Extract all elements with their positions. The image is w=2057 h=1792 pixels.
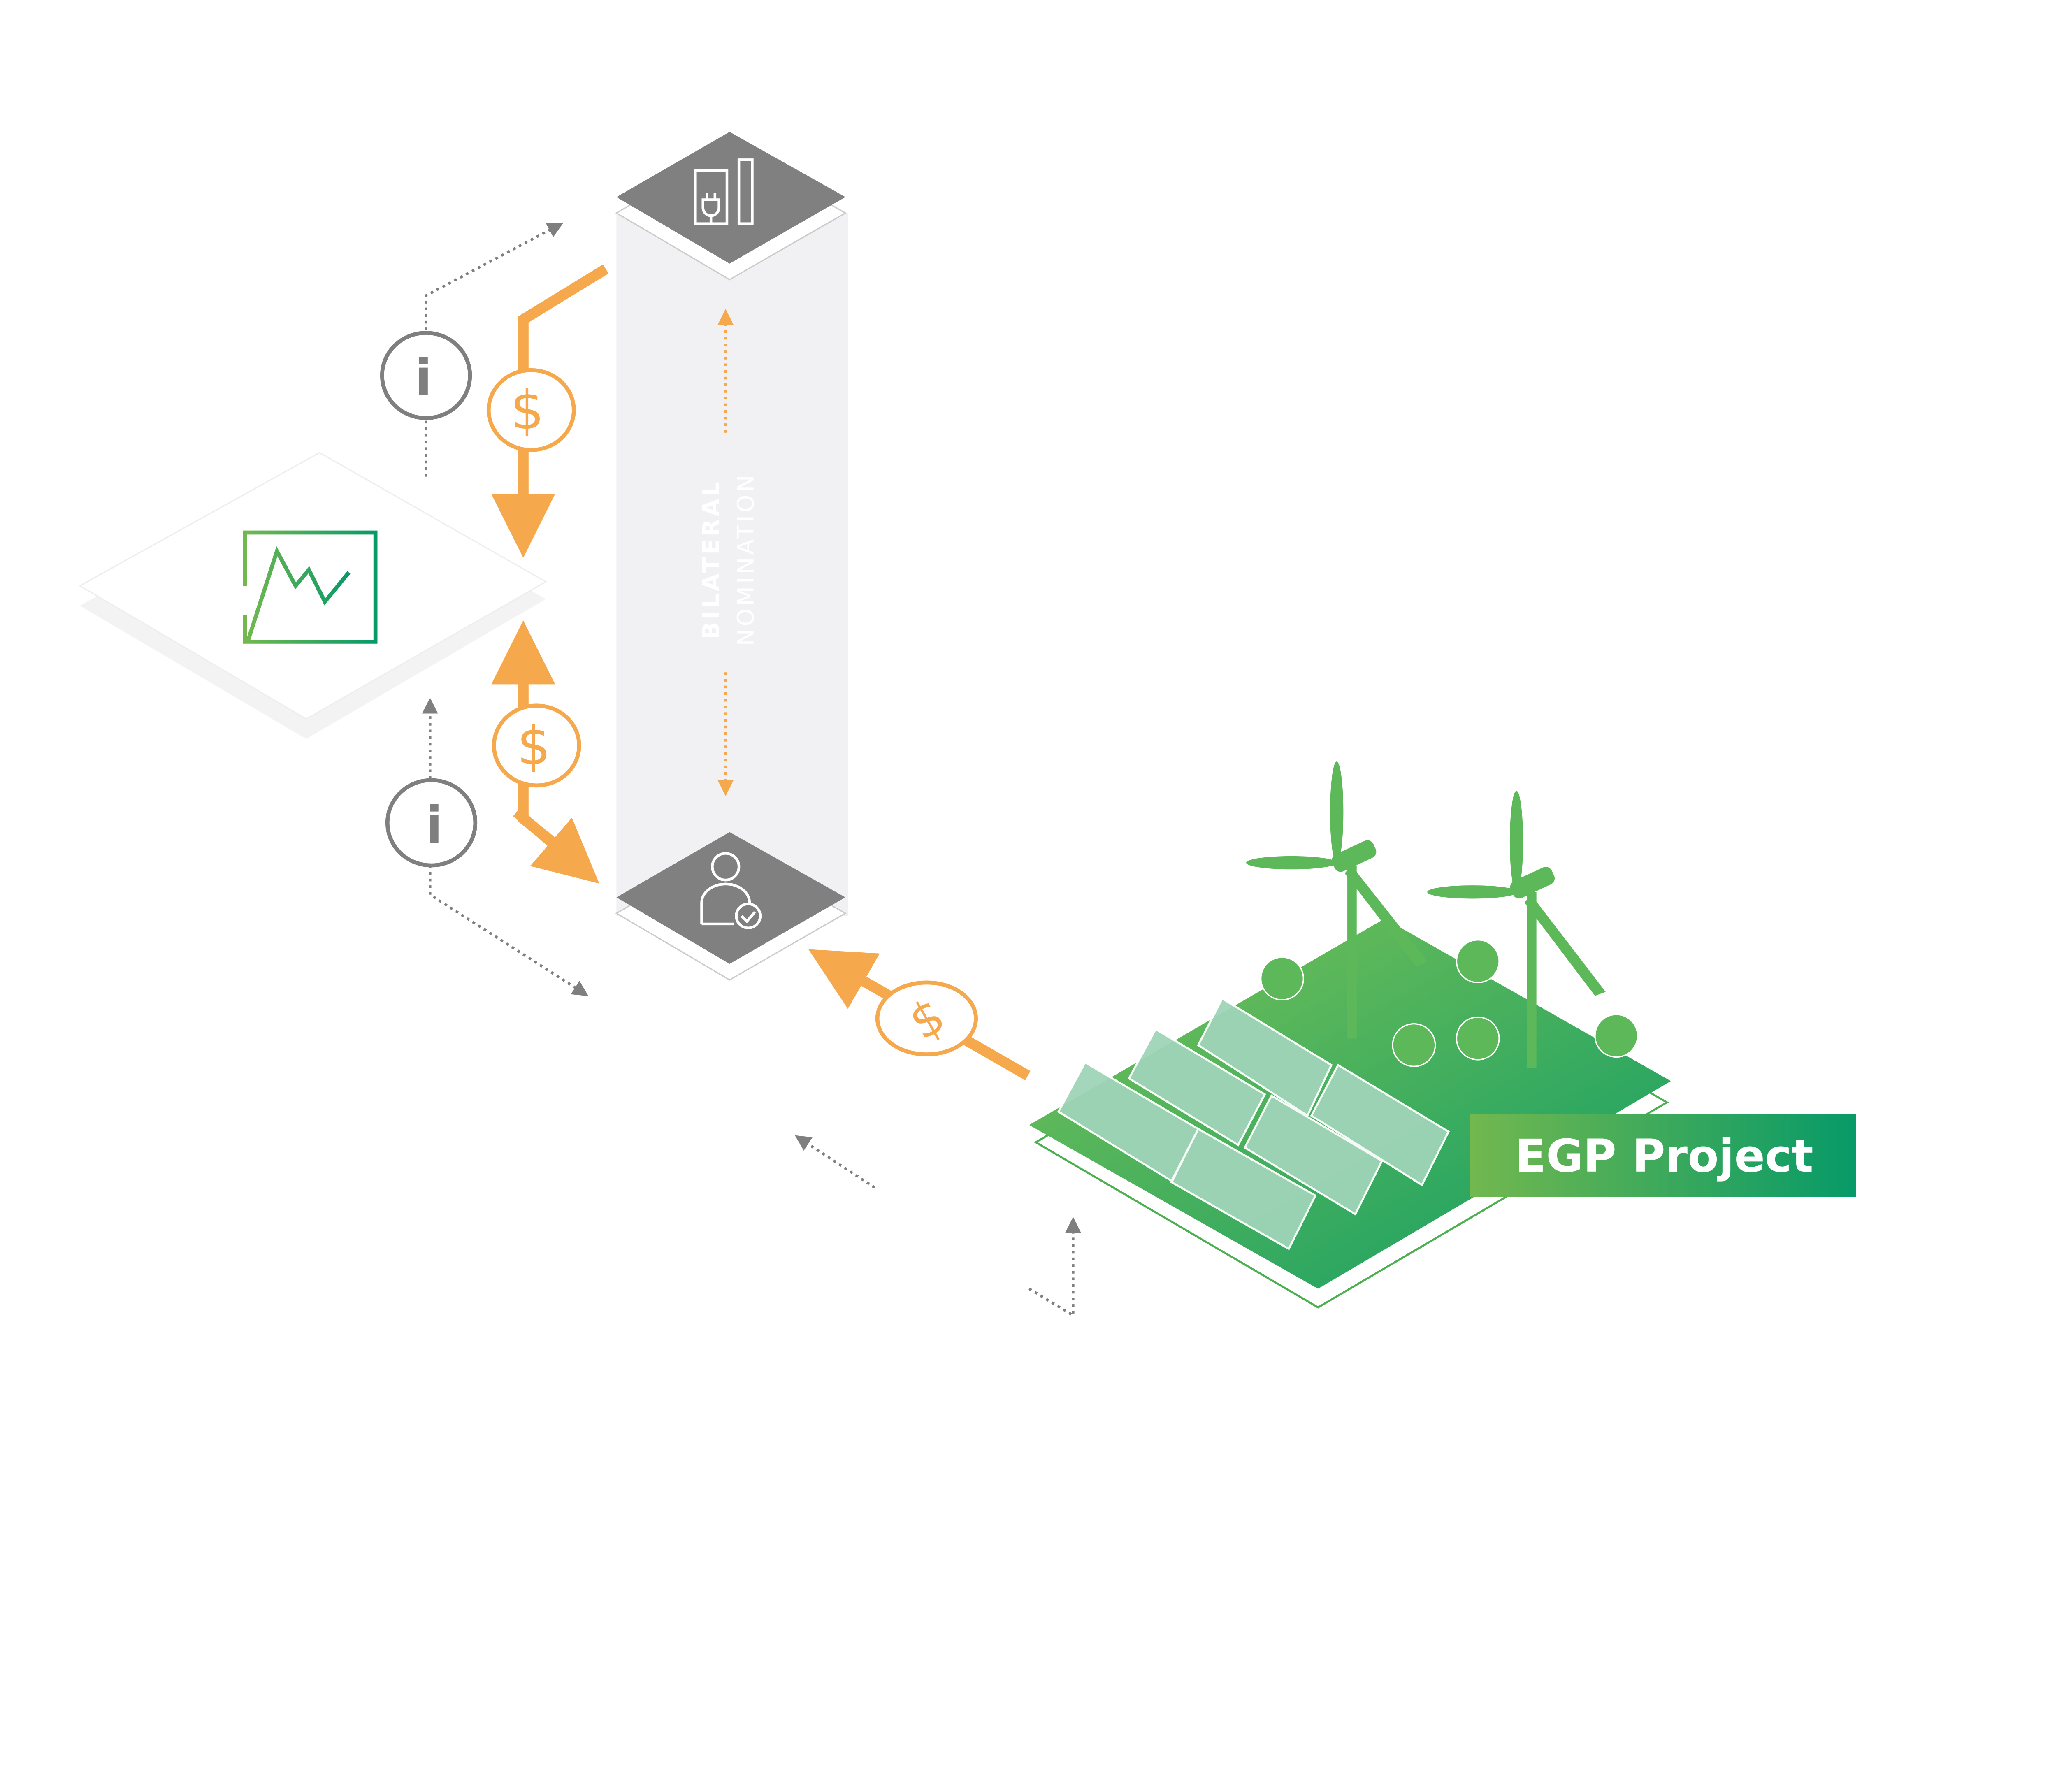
info-flow-arrow-project-up: [1028, 1216, 1081, 1318]
power-plug-meter-icon: [694, 158, 754, 225]
dollar-badge-middle: $: [492, 703, 581, 788]
bilateral-nomination-column: [616, 213, 848, 916]
column-label-line1: BILATERAL: [698, 479, 724, 639]
column-label-line2: NOMINATION: [733, 472, 759, 646]
dollar-symbol: $: [510, 379, 544, 441]
egp-project-label: EGP Project: [1470, 1114, 1856, 1197]
info-badge-top: i: [380, 331, 472, 420]
market-price-chart-icon: [243, 530, 378, 644]
verified-customer-icon: [700, 852, 762, 929]
solar-panels: [1057, 997, 1450, 1250]
wind-turbine-right: [1427, 791, 1606, 1068]
info-symbol: i: [415, 349, 432, 408]
money-flow-arrow-down: [491, 264, 609, 558]
info-flow-arrow-project-left: [794, 1135, 875, 1189]
dollar-badge-customer: $: [875, 980, 978, 1056]
money-flow-arrow-end: [513, 808, 599, 884]
egp-project-site: [1029, 761, 1671, 1309]
egp-project-label-text: EGP Project: [1515, 1130, 1813, 1182]
dollar-badge-top: $: [486, 368, 576, 452]
info-symbol: i: [425, 796, 443, 855]
customer-node: [615, 832, 847, 981]
column-label: BILATERAL NOMINATION: [698, 472, 759, 646]
wind-turbine-left: [1246, 761, 1428, 1039]
info-badge-bottom: i: [385, 778, 478, 868]
info-flow-arrow-bottom: [429, 852, 589, 996]
dollar-symbol: $: [517, 715, 551, 777]
generator-node: [615, 132, 847, 281]
trees: [1260, 939, 1639, 1067]
energy-market-diagram: BILATERAL NOMINATION: [78, 132, 1856, 1318]
market-plane: [78, 452, 548, 739]
